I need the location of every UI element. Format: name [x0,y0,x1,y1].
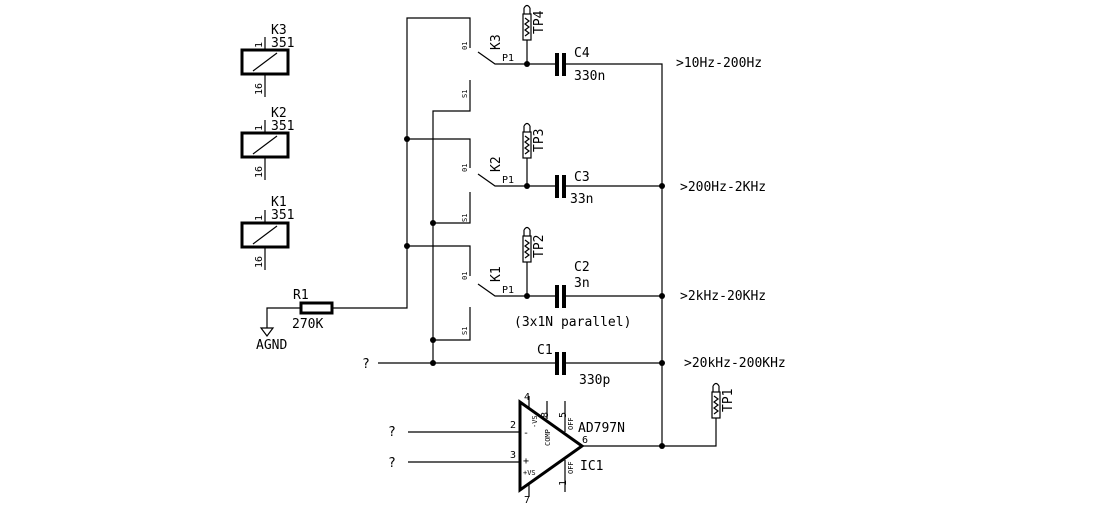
relay-pin-top: 1 [254,215,265,221]
opamp-off-top: OFF [567,417,575,430]
switch-no: S1 [461,90,469,98]
switch-nc: 01 [461,42,469,50]
switch-k2[interactable]: 01 S1 P1 K2 [461,150,527,222]
switch-no: S1 [461,327,469,335]
opamp-pin: 6 [582,435,588,446]
relay-value: 351 [271,119,294,134]
capacitor-ref: C2 [574,260,590,275]
opamp-pin: 5 [558,412,569,418]
switch-ref: K3 [489,34,504,50]
opamp-pin: 8 [540,412,551,418]
testpoint-label: TP3 [532,129,547,152]
opamp-noninv-input-label: ? [388,456,396,471]
relay-coil-k2[interactable]: 1 16 K2 351 [240,106,294,180]
resistor-ref: R1 [293,288,309,303]
opamp-inv-input-label: ? [388,425,396,440]
opamp-noninv-label: + [523,456,529,467]
relay-pin-top: 1 [254,125,265,131]
switch-no: S1 [461,214,469,222]
resistor-value: 270K [292,317,323,332]
testpoint-label: TP4 [532,10,547,34]
opamp-off-bottom: OFF [567,461,575,474]
capacitor-c2[interactable]: C2 3n >2kHz-20KHz (3x1N parallel) [514,260,766,330]
relay-value: 351 [271,36,294,51]
capacitor-c1[interactable]: C1 330p >20kHz-200KHz [537,343,786,388]
capacitor-value: 330p [579,373,610,388]
capacitor-note: (3x1N parallel) [514,315,631,330]
capacitor-range: >200Hz-2KHz [680,180,766,195]
opamp-ref: IC1 [580,459,603,474]
relay-value: 351 [271,208,294,223]
switch-nc: 01 [461,272,469,280]
agnd-label: AGND [256,338,287,353]
capacitor-value: 330n [574,69,605,84]
relay-pin-bottom: 16 [254,166,265,178]
capacitor-c3[interactable]: C3 33n >200Hz-2KHz [527,170,766,207]
opamp-part: AD797N [578,421,625,436]
capacitor-ref: C3 [574,170,590,185]
opamp-pin: 2 [510,420,516,431]
relay-coil-k1[interactable]: 1 16 K1 351 [240,195,294,270]
switch-k1[interactable]: 01 S1 P1 K1 [461,258,527,335]
c1-input-label: ? [362,357,370,372]
capacitor-range: >2kHz-20KHz [680,289,766,304]
testpoint-tp2[interactable]: TP2 [522,226,547,300]
testpoint-tp1[interactable]: TP1 [659,382,736,450]
opamp-vs-pos: +VS [523,469,536,477]
capacitor-value: 3n [574,276,590,291]
switch-ref: K2 [489,156,504,172]
switch-common: P1 [502,285,514,296]
bus-wiring [378,63,665,446]
opamp-pin: 4 [524,392,530,403]
capacitor-c4[interactable]: C4 330n >10Hz-200Hz [527,46,762,84]
capacitor-value: 33n [570,192,593,207]
opamp-pin: 1 [558,480,569,486]
switch-common: P1 [502,53,514,64]
relay-ref: K1 [271,195,287,210]
relay-pin-top: 1 [254,42,265,48]
resistor-r1[interactable]: R1 270K [266,17,471,332]
capacitor-range: >10Hz-200Hz [676,56,762,71]
switch-k3[interactable]: 01 S1 P1 K3 [461,30,527,98]
capacitor-range: >20kHz-200KHz [684,356,786,371]
testpoint-tp3[interactable]: TP3 [522,122,547,190]
switch-ref: K1 [489,266,504,282]
testpoint-label: TP1 [721,389,736,412]
opamp-inv-label: - [523,428,529,439]
relay-ref: K3 [271,23,287,38]
opamp-pin: 3 [510,450,516,461]
relay-pin-bottom: 16 [254,83,265,95]
capacitor-ref: C1 [537,343,553,358]
capacitor-ref: C4 [574,46,590,61]
switch-common: P1 [502,175,514,186]
testpoint-tp4[interactable]: TP4 [522,4,547,68]
opamp-vs-neg: -VS [531,415,539,428]
opamp-comp: COMP [544,429,552,446]
testpoint-label: TP2 [532,235,547,258]
relay-coil-k3[interactable]: 1 16 K3 351 [240,23,294,97]
agnd-symbol: AGND [256,327,287,353]
opamp-pin: 7 [524,495,530,506]
relay-ref: K2 [271,106,287,121]
switch-nc: 01 [461,164,469,172]
opamp-ad797n[interactable]: 2 3 4 7 8 5 1 6 - + -VS +VS COMP OFF OFF… [408,392,662,506]
relay-pin-bottom: 16 [254,256,265,268]
